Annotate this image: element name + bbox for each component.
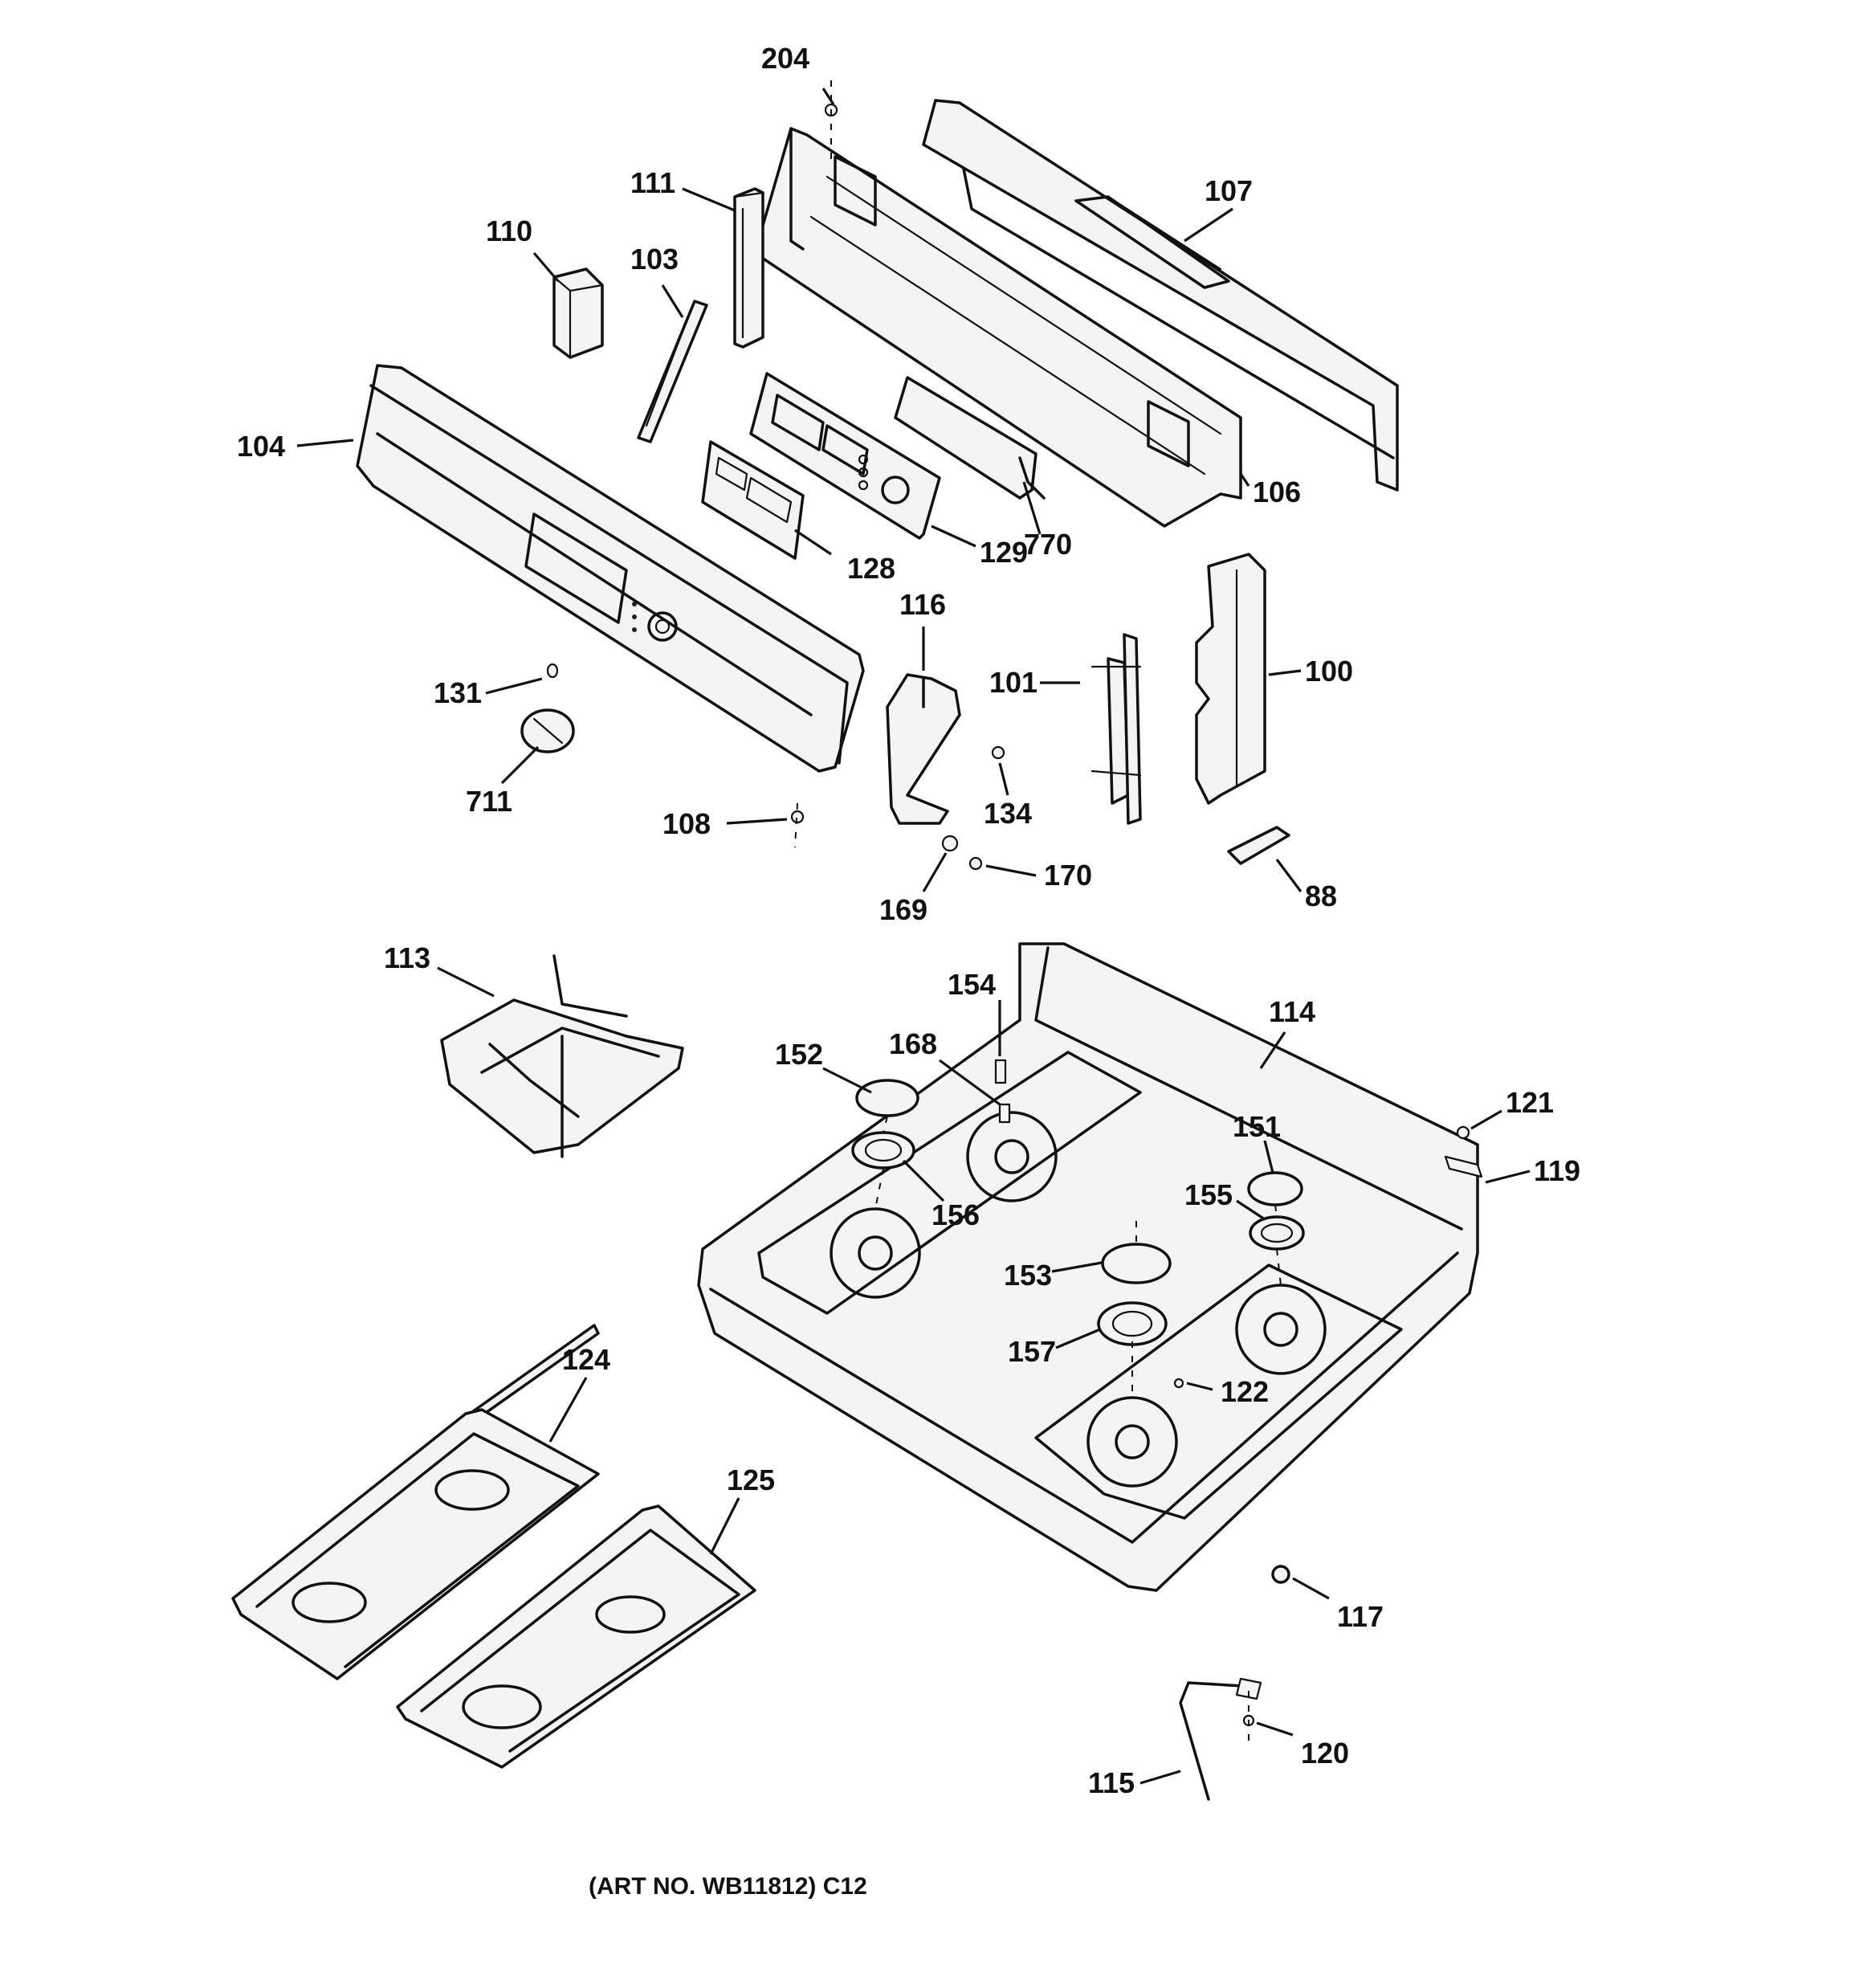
callout-107: 107 — [1205, 174, 1253, 207]
callout-770: 770 — [1024, 528, 1072, 561]
part-101-side-bracket — [1090, 633, 1142, 825]
callout-169: 169 — [879, 893, 927, 926]
callout-128: 128 — [847, 552, 895, 585]
part-121-screw — [1456, 1125, 1470, 1140]
callout-131: 131 — [434, 676, 482, 709]
part-114-cooktop — [697, 942, 1479, 1592]
part-104-control-panel — [356, 364, 865, 773]
callout-170: 170 — [1044, 859, 1092, 892]
callout-168: 168 — [889, 1027, 937, 1060]
callout-111: 111 — [630, 166, 675, 199]
callout-152: 152 — [775, 1038, 823, 1071]
part-119-bracket — [1444, 1155, 1483, 1178]
part-125-drip-pan — [396, 1504, 756, 1769]
part-131-button — [546, 663, 559, 679]
callout-103: 103 — [630, 243, 679, 276]
callout-134: 134 — [984, 797, 1032, 830]
callout-125: 125 — [727, 1463, 775, 1496]
callout-88: 88 — [1305, 880, 1337, 912]
callout-711: 711 — [466, 785, 512, 818]
callout-106: 106 — [1253, 476, 1301, 508]
callout-153: 153 — [1004, 1259, 1052, 1292]
callout-110: 110 — [486, 214, 532, 247]
part-153-burner-cap — [1101, 1243, 1172, 1284]
part-111-bracket — [733, 187, 764, 349]
callout-115: 115 — [1088, 1766, 1135, 1799]
part-169-washer — [941, 835, 959, 852]
callout-100: 100 — [1305, 655, 1353, 688]
callout-156: 156 — [932, 1198, 980, 1231]
leader-lines — [296, 88, 1531, 1785]
callout-113: 113 — [384, 941, 430, 974]
part-155-burner-head — [1249, 1215, 1305, 1251]
assembly-dashes — [794, 80, 1282, 1747]
callout-129: 129 — [980, 536, 1028, 569]
part-107-top-cover — [922, 99, 1399, 492]
part-152-burner-cap — [855, 1079, 919, 1117]
part-117-nut — [1271, 1565, 1290, 1584]
part-124-drip-pan — [231, 1324, 600, 1680]
part-115-tube — [1179, 1677, 1262, 1801]
part-122-screw — [1173, 1378, 1184, 1389]
callout-157: 157 — [1008, 1335, 1056, 1368]
part-168-screw — [998, 1103, 1011, 1124]
callout-108: 108 — [662, 807, 711, 840]
part-134-screw — [991, 745, 1005, 760]
part-108-screw — [790, 810, 805, 824]
callout-119: 119 — [1534, 1154, 1580, 1187]
callout-101: 101 — [989, 666, 1037, 699]
part-103-support-rod — [637, 300, 708, 443]
callout-155: 155 — [1184, 1178, 1233, 1211]
callout-117: 117 — [1337, 1600, 1384, 1633]
callout-204: 204 — [761, 42, 809, 75]
part-157-burner-head — [1097, 1301, 1168, 1346]
part-129-control-board — [749, 372, 941, 540]
part-154-electrode — [994, 1059, 1007, 1084]
callout-labels: 204 111 107 110 103 104 106 129 770 128 … — [237, 42, 1580, 1799]
part-151-burner-cap — [1247, 1171, 1303, 1206]
callout-114: 114 — [1269, 995, 1315, 1028]
part-100-end-panel — [1195, 553, 1266, 805]
part-770-harness-cover — [894, 376, 1046, 500]
part-116-end-cap — [886, 673, 961, 825]
art-number: (ART NO. WB11812) C12 — [589, 1873, 867, 1900]
part-106-rear-panel — [753, 127, 1242, 528]
callout-151: 151 — [1233, 1110, 1281, 1143]
callout-124: 124 — [562, 1343, 610, 1376]
part-88-spacer — [1227, 826, 1290, 865]
part-113-grate — [440, 954, 684, 1158]
callout-122: 122 — [1221, 1375, 1269, 1408]
part-711-knob — [520, 708, 575, 753]
part-128-overlay — [701, 440, 805, 560]
callout-154: 154 — [948, 968, 996, 1001]
callout-116: 116 — [899, 588, 946, 621]
callout-120: 120 — [1301, 1737, 1349, 1770]
callout-104: 104 — [237, 430, 285, 463]
part-170-screw — [968, 856, 983, 871]
callout-121: 121 — [1506, 1086, 1554, 1119]
part-110-relay — [552, 267, 604, 359]
